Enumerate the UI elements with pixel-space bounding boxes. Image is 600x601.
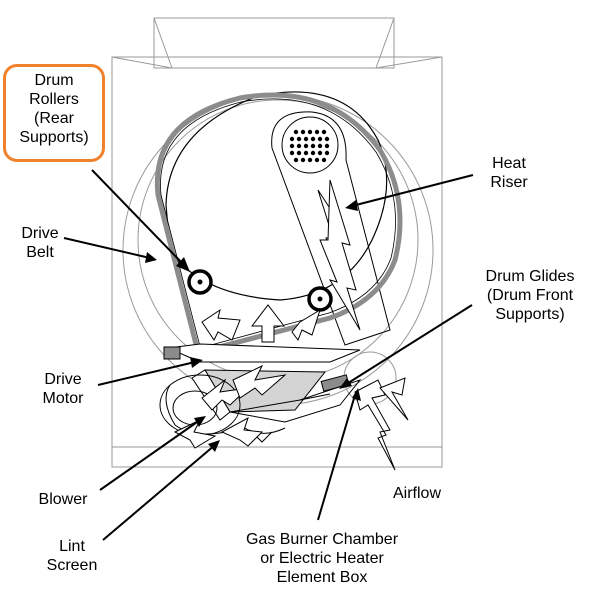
heater-box — [229, 378, 362, 423]
label-line: Gas Burner Chamber — [245, 531, 399, 548]
airflow-arrows — [173, 179, 409, 471]
label-drive-belt: Drive Belt — [10, 224, 70, 262]
label-line: Supports) — [19, 129, 89, 146]
drive-belt — [154, 92, 403, 361]
label-line: Drum — [34, 72, 74, 89]
label-drive-motor: Drive Motor — [30, 370, 96, 408]
label-line: Lint — [59, 538, 85, 555]
arrowheads — [145, 200, 361, 452]
label-line: Drum Glides — [485, 268, 575, 285]
leader-lines — [63, 169, 474, 541]
label-line: Supports) — [495, 306, 565, 323]
label-line: Screen — [46, 557, 98, 574]
drum-front — [165, 91, 388, 301]
label-line: Rollers — [29, 91, 79, 108]
label-drum-rollers: Drum Rollers (Rear Supports) — [10, 71, 98, 147]
heat-riser-grille — [289, 129, 330, 163]
label-line: Riser — [490, 174, 528, 191]
label-line: Airflow — [392, 485, 441, 502]
label-line: Drive — [44, 371, 82, 388]
label-line: Belt — [26, 244, 54, 261]
label-line: Motor — [42, 390, 84, 407]
dryer-cabinet — [111, 17, 443, 468]
label-blower: Blower — [26, 490, 100, 509]
drum-roller-right — [307, 286, 333, 312]
drum-roller-left — [187, 269, 213, 295]
label-airflow: Airflow — [384, 484, 450, 503]
label-heat-riser: Heat Riser — [478, 154, 540, 192]
label-line: (Rear — [33, 110, 74, 127]
label-line: Heat — [492, 155, 526, 172]
label-drum-glides: Drum Glides (Drum Front Supports) — [468, 267, 592, 324]
drive-belt-edge — [160, 98, 396, 359]
label-heater: Gas Burner Chamber or Electric Heater El… — [222, 530, 422, 587]
motor-platform — [163, 343, 361, 363]
label-lint-screen: Lint Screen — [38, 537, 106, 575]
label-line: Element Box — [276, 569, 368, 586]
label-line: or Electric Heater — [260, 550, 384, 567]
label-line: Drive — [21, 225, 59, 242]
drum-rollers-highlight — [3, 64, 105, 162]
label-line: (Drum Front — [486, 287, 574, 304]
label-line: Blower — [38, 491, 88, 508]
